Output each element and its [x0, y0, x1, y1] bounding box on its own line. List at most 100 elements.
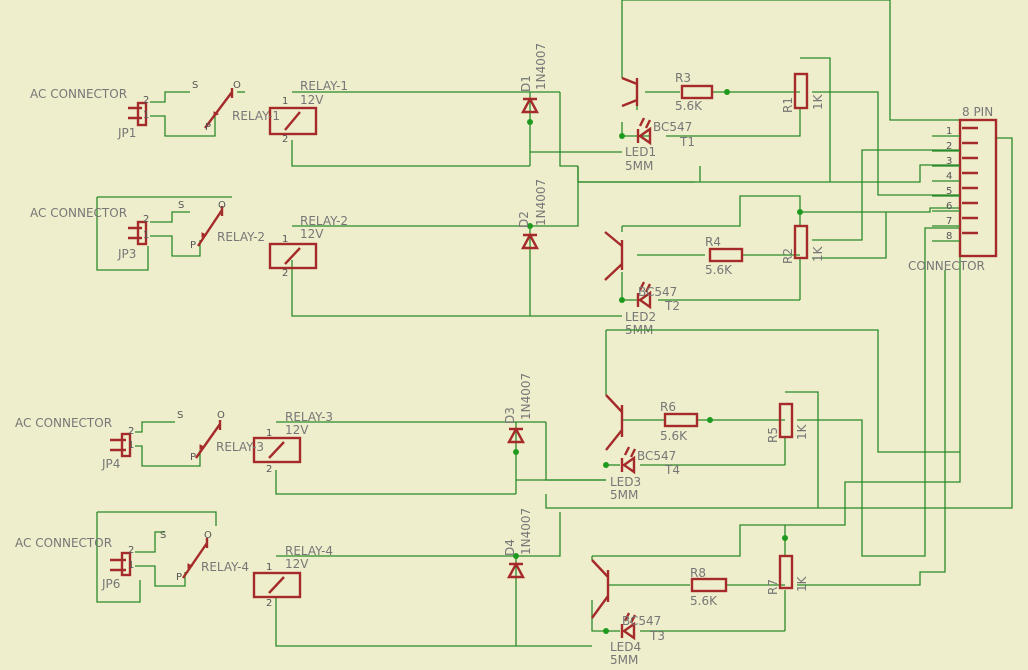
- diode-value: 1N4007: [519, 373, 533, 420]
- diode-label: D1: [519, 75, 533, 92]
- jp1-connector: [128, 101, 148, 127]
- resistor-value: 5.6K: [690, 594, 718, 608]
- pot-label: R1: [781, 97, 795, 113]
- jp3-connector: [128, 220, 148, 246]
- relay-block-2: AC CONNECTOR JP3 2 1 S O P RELAY-2 12V R…: [30, 149, 960, 337]
- pot-value: 1K: [811, 245, 825, 262]
- svg-text:O: O: [233, 80, 241, 91]
- pot-label: R5: [766, 427, 780, 443]
- transistor-t4: [605, 394, 624, 451]
- relay-switch-label: RELAY-4: [201, 560, 249, 574]
- transistor-type: BC547: [622, 614, 661, 628]
- pot-value: 1K: [795, 575, 809, 592]
- svg-text:1: 1: [282, 96, 288, 107]
- svg-text:S: S: [192, 80, 198, 91]
- ac-connector-label: AC CONNECTOR: [15, 416, 112, 430]
- resistor-label: R6: [660, 400, 676, 414]
- transistor-t1: [621, 76, 639, 108]
- ac-connector-label: AC CONNECTOR: [15, 536, 112, 550]
- jp6-connector: [110, 551, 132, 577]
- led-label: LED1: [625, 145, 656, 159]
- diode-d4: [506, 561, 526, 579]
- transistor-type: BC547: [638, 285, 677, 299]
- resistor-label: R4: [705, 235, 721, 249]
- svg-text:2: 2: [946, 141, 952, 152]
- jp4-connector: [110, 432, 132, 458]
- diode-value: 1N4007: [519, 508, 533, 555]
- block-3-wires: [135, 137, 1013, 557]
- relay-4-coil: [252, 571, 302, 599]
- transistor-t3: [591, 559, 610, 619]
- jp-label: JP4: [101, 457, 120, 471]
- switch-2: [197, 206, 224, 247]
- svg-text:2: 2: [143, 95, 149, 106]
- block-1-wires: [150, 0, 960, 196]
- connector-header: 8 PIN: [962, 105, 993, 119]
- svg-text:6: 6: [946, 201, 952, 212]
- svg-text:P: P: [176, 572, 182, 583]
- transistor-label: T3: [649, 629, 665, 643]
- resistor-r2: [793, 224, 809, 260]
- relay-block-3: AC CONNECTOR JP4 2 1 S O P RELAY-3 12V R…: [15, 137, 1013, 557]
- resistor-r3: [680, 84, 714, 100]
- pot-label: R2: [781, 248, 795, 264]
- diode-value: 1N4007: [534, 179, 548, 226]
- relay-3-coil: [252, 436, 302, 464]
- resistor-r1: [793, 72, 809, 110]
- svg-text:5: 5: [946, 186, 952, 197]
- connector-name: CONNECTOR: [908, 259, 985, 273]
- led-size: 5MM: [625, 159, 653, 173]
- ac-connector-label: AC CONNECTOR: [30, 206, 127, 220]
- relay-switch-label: RELAY-1: [232, 109, 280, 123]
- svg-text:O: O: [217, 410, 225, 421]
- pot-label: R7: [766, 579, 780, 595]
- svg-text:1: 1: [946, 126, 952, 137]
- diode-d3: [506, 426, 526, 444]
- relay-name: RELAY-3: [285, 410, 333, 424]
- svg-text:2: 2: [128, 426, 134, 437]
- transistor-type: BC547: [653, 120, 692, 134]
- svg-text:3: 3: [946, 156, 952, 167]
- svg-text:2: 2: [282, 134, 288, 145]
- switch-3: [195, 420, 222, 459]
- svg-text:1: 1: [143, 230, 149, 241]
- resistor-r6: [663, 412, 699, 428]
- svg-text:1: 1: [266, 562, 272, 573]
- relay-block-1: AC CONNECTOR JP1 2 1 S O P RELAY-1 12V R…: [30, 0, 960, 196]
- svg-text:P: P: [190, 452, 196, 463]
- resistor-r5: [778, 402, 794, 439]
- pot-value: 1K: [811, 93, 825, 110]
- relay-switch-label: RELAY-3: [216, 440, 264, 454]
- block-4-wires: [96, 245, 961, 647]
- relay-name: RELAY-2: [300, 214, 348, 228]
- diode-label: D4: [503, 539, 517, 556]
- diode-value: 1N4007: [534, 43, 548, 90]
- svg-text:P: P: [190, 240, 196, 251]
- ac-connector-label: AC CONNECTOR: [30, 87, 127, 101]
- relay-value: 12V: [285, 557, 309, 571]
- relay-value: 12V: [285, 423, 309, 437]
- relay-name: RELAY-4: [285, 544, 333, 558]
- transistor-label: T2: [664, 299, 680, 313]
- led-1: [636, 117, 652, 146]
- svg-text:1: 1: [128, 560, 134, 571]
- jp-label: JP3: [117, 247, 136, 261]
- switch-1: [204, 88, 234, 129]
- svg-text:S: S: [177, 410, 183, 421]
- svg-text:1: 1: [282, 234, 288, 245]
- svg-text:1: 1: [266, 428, 272, 439]
- diode-label: D3: [503, 407, 517, 424]
- led-label: LED4: [610, 640, 641, 654]
- diode-label: D2: [517, 211, 531, 228]
- relay-block-4: AC CONNECTOR JP6 2 1 S O P RELAY-4 12V R…: [15, 245, 961, 667]
- relay-value: 12V: [300, 93, 324, 107]
- diode-d2: [520, 232, 540, 250]
- svg-text:4: 4: [946, 171, 952, 182]
- resistor-value: 5.6K: [675, 99, 703, 113]
- led-label: LED2: [625, 310, 656, 324]
- jp-label: JP1: [117, 126, 136, 140]
- svg-text:P: P: [205, 122, 211, 133]
- resistor-r8: [690, 577, 728, 593]
- led-2: [636, 281, 652, 310]
